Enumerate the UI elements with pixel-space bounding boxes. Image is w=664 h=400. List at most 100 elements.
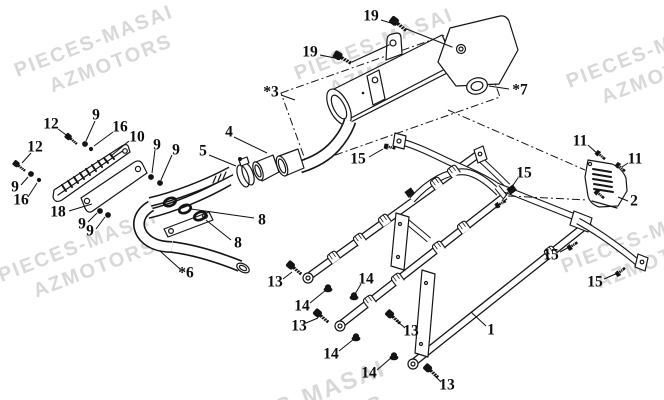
leader-line <box>159 250 181 270</box>
silencer-mount-strap <box>366 69 386 106</box>
callout-9: 9 <box>151 137 161 174</box>
part-number-label: 1 <box>487 322 495 339</box>
nut-9 <box>148 174 154 180</box>
leader-line <box>368 148 384 158</box>
part-number-label: 13 <box>267 274 283 291</box>
leader-line <box>20 176 29 186</box>
exhaust-gasket-8 <box>162 196 178 208</box>
part-number-label: 15 <box>350 151 366 168</box>
bolt-12 <box>11 158 28 174</box>
callout-2: 2 <box>617 193 638 210</box>
callout-8: 8 <box>205 219 242 252</box>
part-number-label: 15 <box>516 165 532 182</box>
part-number-label: *3 <box>263 84 279 101</box>
nut-9 <box>97 208 103 214</box>
leader-line <box>233 136 268 154</box>
callout-13: 13 <box>396 320 419 340</box>
washer-16 <box>88 146 94 152</box>
leader-line <box>57 128 70 138</box>
leader-line <box>87 212 98 223</box>
shield-alignment-dashline <box>447 109 586 171</box>
callout-12: 12 <box>21 139 43 164</box>
part-number-label: 9 <box>78 216 86 233</box>
washer-16 <box>36 177 42 183</box>
leader-line <box>282 271 293 280</box>
part-number-label: 18 <box>50 204 66 221</box>
leader-line <box>470 311 487 327</box>
left-heat-shield-group <box>52 143 148 213</box>
part-number-label: 10 <box>129 129 145 146</box>
callout-14: 14 <box>294 289 327 315</box>
connector-group <box>236 148 305 188</box>
callout-16: 16 <box>93 119 128 147</box>
leader-line <box>151 149 156 174</box>
bolt-11 <box>592 148 609 163</box>
silencer-group <box>280 15 519 174</box>
part-number-label: 14 <box>294 298 310 315</box>
callout-14: 14 <box>361 356 393 382</box>
part-number-label: 13 <box>291 318 307 335</box>
rail-eyelet <box>407 358 419 370</box>
leader-line <box>617 196 629 202</box>
bolt-13 <box>311 306 332 327</box>
leader-line <box>501 177 519 202</box>
leader-line <box>21 152 32 164</box>
part-number-label: 9 <box>153 137 161 154</box>
callout-19: 19 <box>302 44 336 61</box>
shield-backing-plate-18 <box>80 160 148 213</box>
dark-clamp <box>404 187 415 198</box>
nut-14 <box>389 352 399 361</box>
part-number-label: 11 <box>573 133 588 150</box>
leader-line <box>95 216 106 230</box>
part-number-label: 16 <box>112 119 128 136</box>
part-number-label: 14 <box>358 271 374 288</box>
part-number-label: 5 <box>199 143 207 160</box>
bolt-assembly-line <box>403 27 453 48</box>
part-number-label: 9 <box>11 179 19 196</box>
leader-line <box>380 19 395 25</box>
callout-star6: *6 <box>159 250 194 282</box>
exhaust-gasket-8 <box>192 210 208 222</box>
callout-8: 8 <box>190 208 266 229</box>
callout-5: 5 <box>199 143 237 167</box>
shield-alignment-dashline <box>507 195 589 201</box>
front-pipes-group <box>133 166 250 274</box>
leader-line <box>280 94 296 101</box>
part-number-label: 12 <box>43 116 59 133</box>
callout-15: 15 <box>501 165 532 202</box>
slip-joint-hatch <box>212 171 227 184</box>
part-number-label: 15 <box>587 274 603 291</box>
rear-subframe-group <box>302 132 649 370</box>
rail-eyelet <box>302 272 314 284</box>
rail-eyelet <box>334 320 346 332</box>
part-number-label: 2 <box>630 193 638 210</box>
callout-13: 13 <box>291 317 319 335</box>
leader-line <box>603 272 619 280</box>
part-number-label: 4 <box>225 124 233 141</box>
leader-line <box>190 208 255 219</box>
callout-12: 12 <box>43 116 70 138</box>
part-number-label: 19 <box>363 8 379 25</box>
part-number-label: 12 <box>27 139 43 156</box>
part-number-label: *6 <box>178 265 194 282</box>
nut-14 <box>349 292 359 301</box>
leader-line <box>305 317 319 324</box>
part-number-label: 8 <box>258 212 266 229</box>
callout-13: 13 <box>433 374 455 394</box>
bolt-13 <box>421 361 442 382</box>
part-number-label: 9 <box>92 107 100 124</box>
leader-line <box>488 85 510 90</box>
leader-line <box>376 356 393 371</box>
leader-line <box>621 162 629 168</box>
leader-line <box>338 338 355 352</box>
leader-line <box>68 203 93 212</box>
callout-star3: *3 <box>263 84 296 101</box>
callout-14: 14 <box>323 338 355 363</box>
part-number-label: 8 <box>234 235 242 252</box>
callout-15: 15 <box>587 272 619 291</box>
callout-4: 4 <box>225 124 268 154</box>
